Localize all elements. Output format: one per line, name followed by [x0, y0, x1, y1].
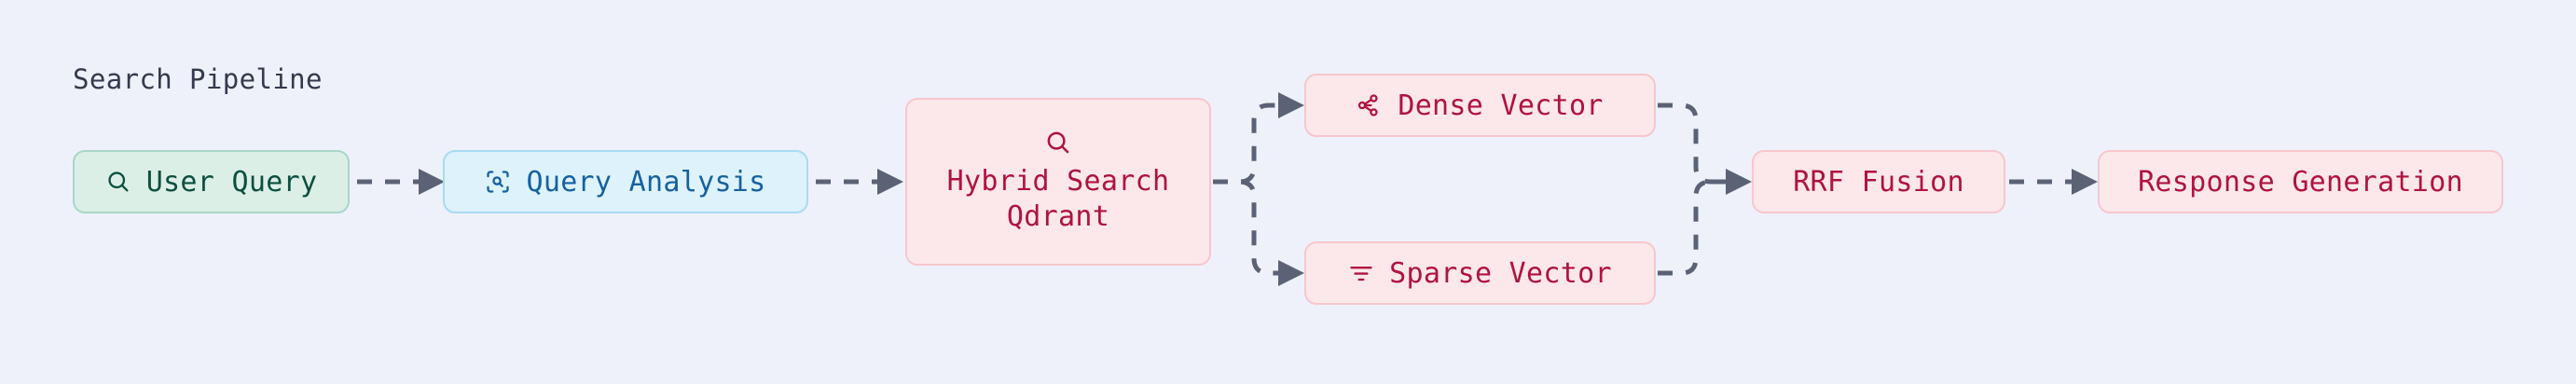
node-hybrid-search[interactable]: Hybrid Search Qdrant: [905, 98, 1211, 266]
edge-hybrid-search-to-dense-vector: [1213, 92, 1304, 185]
edge-hybrid-search-to-sparse-vector: [1213, 179, 1304, 286]
edge-user-query-to-query-analysis: [357, 169, 445, 195]
node-query-analysis[interactable]: Query Analysis: [443, 150, 808, 213]
page-title: Search Pipeline: [73, 63, 323, 95]
edge-dense-vector-to-rrf-fusion: [1658, 103, 1752, 195]
node-label: RRF Fusion: [1793, 165, 1964, 199]
node-rrf-fusion[interactable]: RRF Fusion: [1752, 150, 2005, 213]
node-dense-vector[interactable]: Dense Vector: [1304, 74, 1656, 137]
node-sparse-vector[interactable]: Sparse Vector: [1304, 241, 1656, 305]
node-label: Query Analysis: [526, 165, 766, 199]
edge-sparse-vector-to-rrf-fusion: [1658, 179, 1726, 276]
node-label: Sparse Vector: [1389, 256, 1612, 290]
node-user-query[interactable]: User Query: [73, 150, 350, 213]
waypoints-network-icon: [1357, 92, 1383, 118]
edge-query-analysis-to-hybrid-search: [816, 169, 903, 195]
search-icon: [105, 169, 131, 195]
edge-rrf-fusion-to-response-generation: [2009, 169, 2098, 195]
node-label: Hybrid Search Qdrant: [946, 164, 1170, 233]
search-icon: [1044, 129, 1072, 157]
node-response-generation[interactable]: Response Generation: [2098, 150, 2503, 213]
node-label: Response Generation: [2138, 165, 2463, 199]
node-label: User Query: [145, 165, 318, 199]
scan-search-icon: [485, 169, 511, 195]
node-label: Dense Vector: [1398, 89, 1604, 122]
filter-lines-icon: [1348, 260, 1374, 286]
